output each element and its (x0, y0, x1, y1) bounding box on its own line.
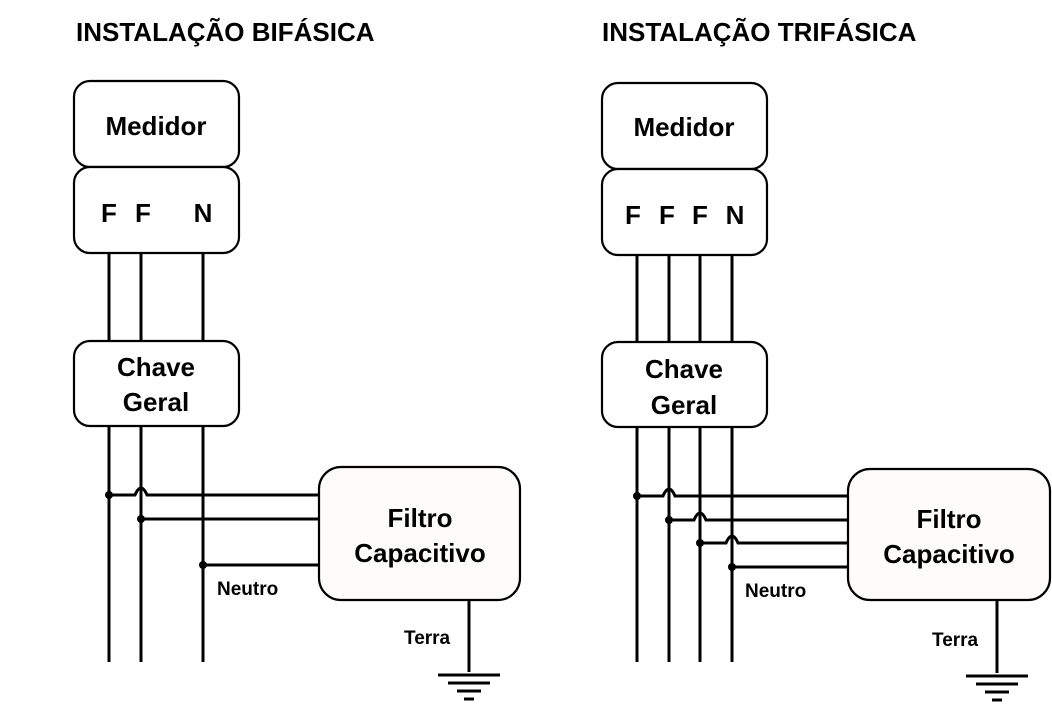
filter-label: Filtro (388, 503, 453, 533)
neutral-label: Neutro (745, 581, 806, 602)
junction-dot (696, 539, 704, 547)
ground-label: Terra (932, 630, 979, 651)
junction-dot (137, 515, 145, 523)
neutral-label: Neutro (217, 579, 278, 600)
filter-wire-2 (669, 511, 849, 522)
main-switch-label: Geral (123, 387, 190, 417)
filter-wire-1 (637, 487, 849, 498)
terminal-box (72, 165, 241, 255)
main-switch-label: Chave (645, 354, 723, 384)
terminal-label: N (726, 200, 745, 230)
terminal-label: N (194, 198, 213, 228)
junction-dot (105, 491, 113, 499)
filter-label: Capacitivo (883, 539, 1015, 569)
terminal-label: F (659, 200, 675, 230)
meter-label: Medidor (105, 111, 206, 141)
filter-wire-3 (700, 534, 849, 545)
biphasic-diagram: INSTALAÇÃO BIFÁSICA Medidor F F N Chave … (72, 17, 522, 701)
junction-dot (633, 492, 641, 500)
main-switch-box (600, 340, 769, 429)
filter-wire-1 (109, 486, 320, 497)
biphasic-title: INSTALAÇÃO BIFÁSICA (76, 17, 375, 47)
terminal-box (600, 167, 769, 257)
terminal-label: F (692, 200, 708, 230)
junction-dot (728, 563, 736, 571)
junction-dot (199, 561, 207, 569)
ground-icon (438, 673, 500, 701)
main-switch-label: Geral (651, 390, 718, 420)
ground-label: Terra (404, 628, 451, 649)
ground-icon (966, 674, 1028, 702)
main-switch-box (72, 339, 241, 428)
filter-label: Filtro (917, 504, 982, 534)
triphasic-title: INSTALAÇÃO TRIFÁSICA (602, 17, 917, 47)
capacitive-filter-box (846, 467, 1052, 602)
junction-dot (665, 516, 673, 524)
capacitive-filter-box (317, 465, 522, 602)
terminal-label: F (135, 198, 151, 228)
triphasic-diagram: INSTALAÇÃO TRIFÁSICA Medidor F F F N Cha… (600, 17, 1052, 702)
terminal-label: F (101, 198, 117, 228)
terminal-label: F (625, 200, 641, 230)
main-switch-label: Chave (117, 352, 195, 382)
filter-label: Capacitivo (354, 538, 486, 568)
meter-label: Medidor (633, 112, 734, 142)
